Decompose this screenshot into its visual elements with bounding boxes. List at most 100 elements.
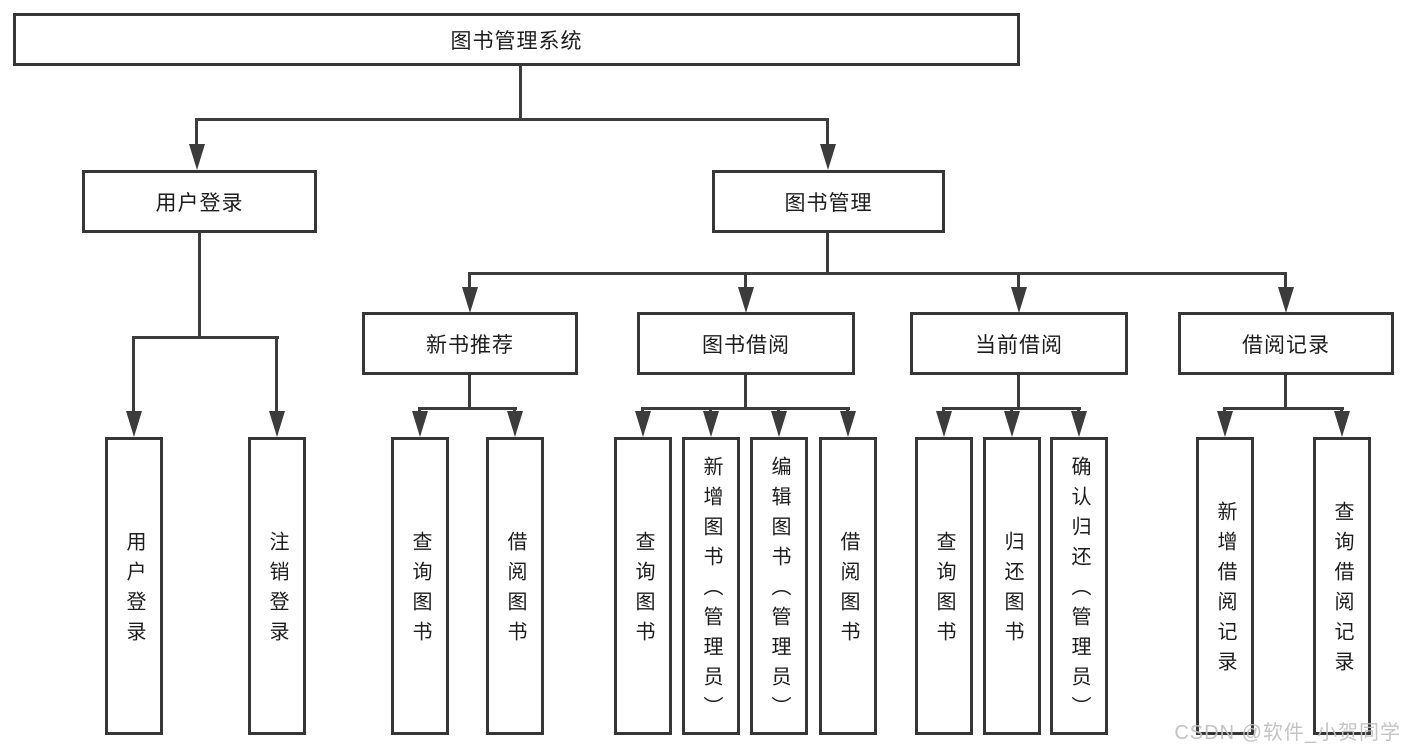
edge-user-login-bar — [132, 336, 279, 339]
arrow-to-book-borrowing — [738, 274, 754, 313]
arrow-to-borrow-books — [840, 409, 856, 437]
arrow-to-current-borrowing — [1011, 274, 1027, 313]
node-current-borrowing-label: 当前借阅 — [975, 333, 1063, 357]
leaf-return-books: 归还图书 — [983, 437, 1041, 735]
leaf-confirm-return-admin: 确认归还（管理员） — [1050, 437, 1108, 735]
arrow-down-icon — [462, 287, 478, 313]
edge-recommend-trunk — [468, 373, 471, 410]
arrow-down-icon — [1071, 411, 1087, 437]
arrow-down-icon — [412, 411, 428, 437]
leaf-add-book-admin-label: 新增图书（管理员） — [700, 456, 722, 726]
arrow-down-icon — [936, 411, 952, 437]
leaf-edit-book-admin: 编辑图书（管理员） — [750, 437, 808, 735]
arrow-down-icon — [1334, 411, 1350, 437]
arrow-to-query-books-current — [936, 409, 952, 437]
arrow-shaft — [1284, 274, 1287, 291]
arrow-to-borrowing-records — [1278, 274, 1294, 313]
arrow-down-icon — [189, 144, 205, 170]
edge-recommend-bar — [418, 407, 517, 410]
arrow-down-icon — [771, 411, 787, 437]
leaf-user-login: 用户登录 — [105, 437, 163, 735]
node-borrowing-records-label: 借阅记录 — [1242, 333, 1330, 357]
edge-current-bar — [942, 407, 1081, 410]
node-book-management: 图书管理 — [712, 170, 945, 233]
edge-level2-bar — [196, 118, 829, 121]
leaf-user-login-label: 用户登录 — [123, 531, 145, 651]
arrow-to-leaf-logout — [269, 338, 285, 437]
node-new-book-recommendation: 新书推荐 — [362, 312, 578, 375]
arrow-to-return-books — [1004, 409, 1020, 437]
leaf-logout-label: 注销登录 — [266, 531, 288, 651]
leaf-add-book-admin: 新增图书（管理员） — [682, 437, 740, 735]
csdn-watermark: CSDN @软件_小贺同学 — [1174, 722, 1401, 744]
arrow-to-add-borrow-record — [1217, 409, 1233, 437]
arrow-down-icon — [840, 411, 856, 437]
leaf-logout: 注销登录 — [248, 437, 306, 735]
leaf-query-books-current-label: 查询图书 — [933, 531, 955, 651]
arrow-shaft — [468, 274, 471, 291]
node-current-borrowing: 当前借阅 — [910, 312, 1128, 375]
leaf-query-books-current: 查询图书 — [915, 437, 973, 735]
leaf-query-books-recommend-label: 查询图书 — [409, 531, 431, 651]
node-user-login-label: 用户登录 — [155, 191, 244, 215]
edge-borrow-bar — [641, 407, 850, 410]
edge-book-management-trunk — [826, 230, 829, 275]
node-borrowing-records: 借阅记录 — [1178, 312, 1394, 375]
arrow-to-book-management — [820, 118, 836, 170]
arrow-to-new-book-recommendation — [462, 274, 478, 313]
arrow-to-query-books-borrow — [635, 409, 651, 437]
leaf-borrow-books-label: 借阅图书 — [837, 531, 859, 651]
arrow-to-user-login — [189, 118, 205, 170]
arrow-down-icon — [703, 411, 719, 437]
leaf-return-books-label: 归还图书 — [1001, 531, 1023, 651]
node-new-book-recommendation-label: 新书推荐 — [426, 333, 514, 357]
leaf-query-borrow-record-label: 查询借阅记录 — [1331, 501, 1353, 681]
edge-level3-bar — [468, 272, 1287, 275]
leaf-borrow-books-recommend: 借阅图书 — [486, 437, 544, 735]
leaf-borrow-books: 借阅图书 — [819, 437, 877, 735]
arrow-to-query-books-recommend — [412, 409, 428, 437]
arrow-shaft — [275, 338, 278, 415]
arrow-to-query-borrow-record — [1334, 409, 1350, 437]
arrow-down-icon — [1011, 287, 1027, 313]
leaf-borrow-books-recommend-label: 借阅图书 — [504, 531, 526, 651]
arrow-down-icon — [635, 411, 651, 437]
edge-root-trunk — [519, 64, 522, 121]
edge-user-login-trunk — [198, 230, 201, 339]
edge-current-trunk — [1017, 373, 1020, 410]
arrow-down-icon — [820, 144, 836, 170]
arrow-to-confirm-return-admin — [1071, 409, 1087, 437]
leaf-query-books-borrow-label: 查询图书 — [632, 531, 654, 651]
arrow-shaft — [1017, 274, 1020, 291]
arrow-to-borrow-books-recommend — [507, 409, 523, 437]
leaf-edit-book-admin-label: 编辑图书（管理员） — [768, 456, 790, 726]
node-book-borrowing: 图书借阅 — [637, 312, 855, 375]
arrow-shaft — [744, 274, 747, 291]
leaf-add-borrow-record: 新增借阅记录 — [1196, 437, 1254, 735]
leaf-query-books-borrow: 查询图书 — [614, 437, 672, 735]
edge-records-bar — [1223, 407, 1344, 410]
arrow-to-edit-book-admin — [771, 409, 787, 437]
arrow-to-add-book-admin — [703, 409, 719, 437]
arrow-down-icon — [1278, 287, 1294, 313]
arrow-to-leaf-user-login — [126, 338, 142, 437]
arrow-down-icon — [126, 411, 142, 437]
node-book-management-label: 图书管理 — [784, 191, 873, 215]
arrow-down-icon — [738, 287, 754, 313]
edge-records-trunk — [1284, 373, 1287, 410]
arrow-shaft — [195, 118, 198, 148]
arrow-shaft — [826, 118, 829, 148]
leaf-confirm-return-admin-label: 确认归还（管理员） — [1068, 456, 1090, 726]
arrow-shaft — [132, 338, 135, 415]
edge-borrow-trunk — [744, 373, 747, 410]
leaf-add-borrow-record-label: 新增借阅记录 — [1214, 501, 1236, 681]
arrow-down-icon — [1217, 411, 1233, 437]
node-library-system-label: 图书管理系统 — [450, 29, 583, 53]
node-library-system: 图书管理系统 — [13, 13, 1020, 66]
leaf-query-books-recommend: 查询图书 — [391, 437, 449, 735]
node-user-login: 用户登录 — [82, 170, 317, 233]
leaf-query-borrow-record: 查询借阅记录 — [1313, 437, 1371, 735]
arrow-down-icon — [1004, 411, 1020, 437]
arrow-down-icon — [269, 411, 285, 437]
